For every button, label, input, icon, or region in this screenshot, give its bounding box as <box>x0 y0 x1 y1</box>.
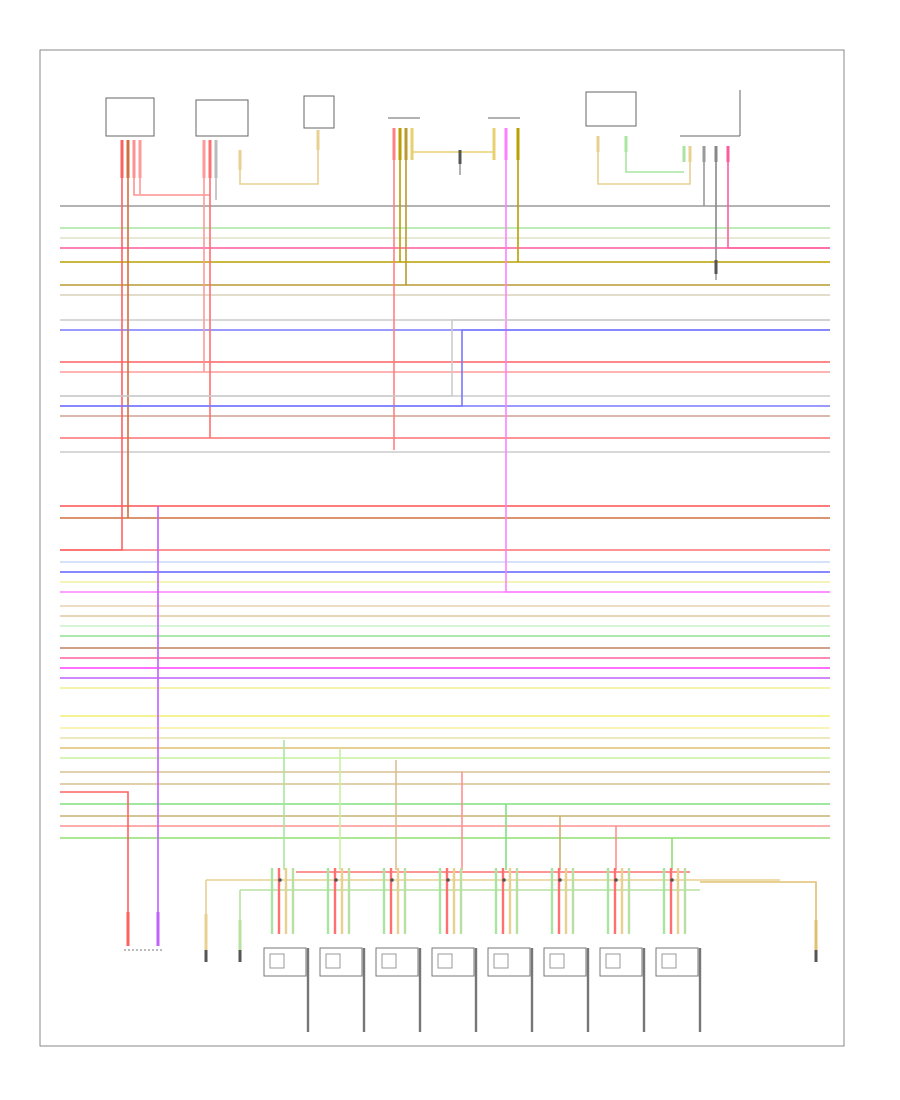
coil-3 <box>375 947 419 977</box>
coil-core <box>325 953 341 969</box>
diagram-border <box>39 49 845 1047</box>
top-connector-pins <box>120 128 730 274</box>
horizontal-wires <box>60 205 830 839</box>
coil-core <box>493 953 509 969</box>
coil-core <box>661 953 677 969</box>
top-components <box>105 90 741 280</box>
splice-dot <box>278 878 282 882</box>
coil-pins <box>270 868 687 934</box>
ignition-coils <box>263 947 702 1032</box>
component-box-1 <box>105 97 155 137</box>
wire-c6-b <box>625 140 684 173</box>
wire-c1-c <box>133 150 210 196</box>
coil-core <box>549 953 565 969</box>
vertical-wires <box>60 140 830 920</box>
splice-dot <box>614 878 618 882</box>
component-box-2 <box>195 99 249 137</box>
splice-dot <box>670 878 674 882</box>
bottom-left-connector <box>124 912 162 951</box>
coil-2 <box>319 947 363 977</box>
wire-red-down <box>60 791 129 920</box>
wire-blue-cross <box>60 329 830 407</box>
splice-dot <box>446 878 450 882</box>
coil-6 <box>543 947 587 977</box>
coil-core <box>437 953 453 969</box>
coil-4 <box>431 947 475 977</box>
wire-c2-d <box>239 150 319 185</box>
wire-c4-d <box>411 140 495 153</box>
coil-1 <box>263 947 307 977</box>
wire-c6-a <box>597 140 691 185</box>
coil-7 <box>599 947 643 977</box>
wire-grey-cross <box>60 319 830 397</box>
coil-core <box>381 953 397 969</box>
component-box-6 <box>585 91 637 127</box>
wire-c7-c <box>727 148 830 249</box>
coil-core <box>269 953 285 969</box>
wire-c5-a <box>505 140 830 593</box>
component-box-3 <box>303 95 335 129</box>
coil-8 <box>655 947 699 977</box>
coil-core <box>605 953 621 969</box>
splice-dot <box>390 878 394 882</box>
bottom-ground-stubs <box>204 914 818 962</box>
wire-c1-a <box>60 150 123 551</box>
splice-dot <box>334 878 338 882</box>
wire-to-right-ground <box>700 881 817 920</box>
coil-5 <box>487 947 531 977</box>
splice-dot <box>558 878 562 882</box>
splice-dot <box>502 878 506 882</box>
